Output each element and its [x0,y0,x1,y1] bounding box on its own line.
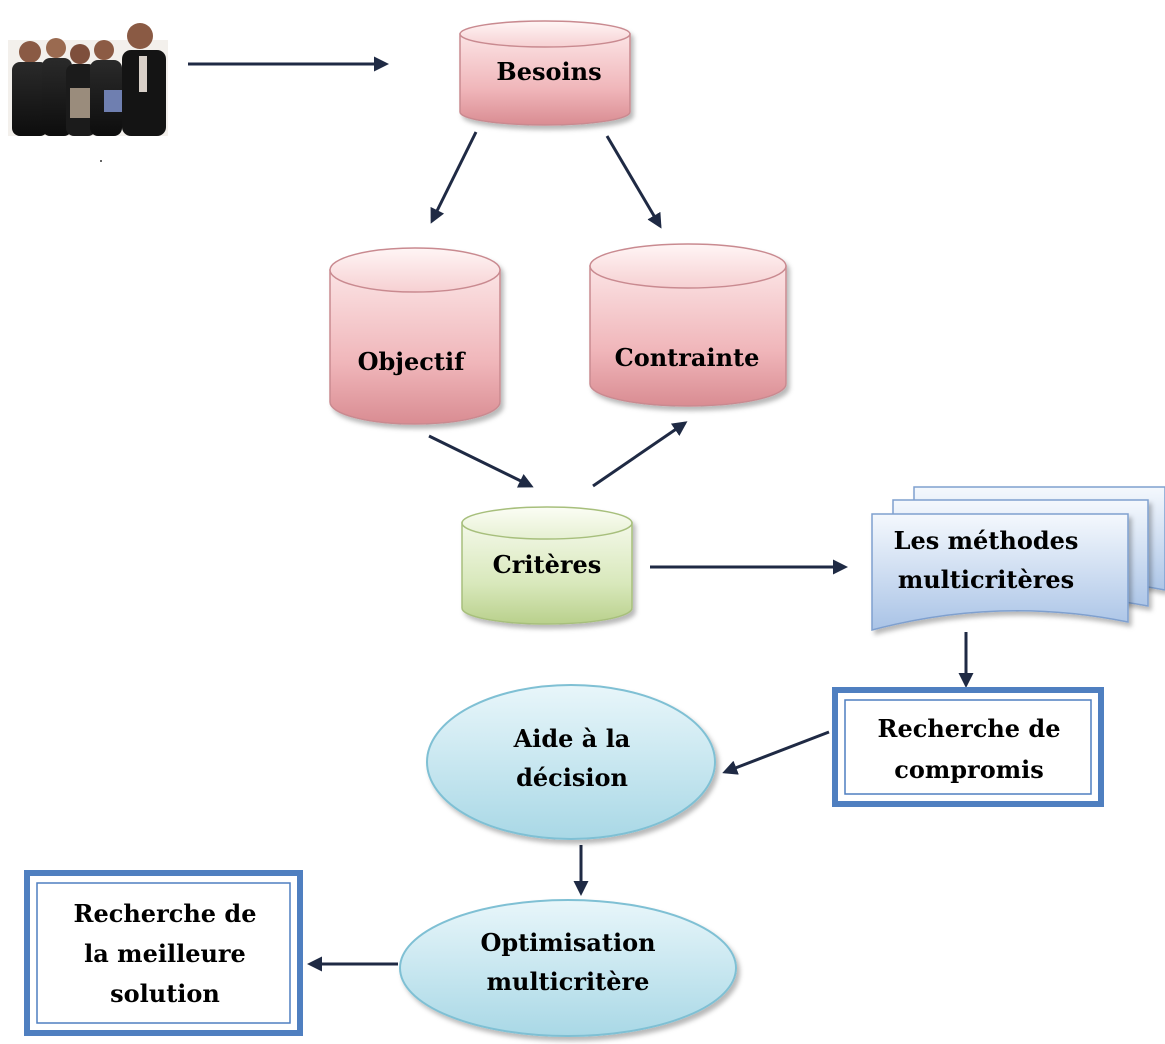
aide-label-line2: décision [516,763,628,792]
arrow-compromis-to-aide [722,730,830,775]
meilleure-label-line1: Recherche de [74,899,257,928]
aide-ellipse [426,684,716,840]
contrainte-cylinder [589,243,787,407]
objectif-cylinder [329,247,501,425]
optimisation-label-line1: Optimisation [480,928,655,957]
arrow-objectif-to-criteres [428,434,534,488]
compromis-box [832,687,1104,807]
meilleure-solution-box [24,870,303,1036]
besoins-label: Besoins [496,57,601,86]
meilleure-label-line2: la meilleure [84,939,246,968]
compromis-label-line2: compromis [894,755,1043,784]
business-people-icon [8,23,168,162]
criteres-cylinder [461,506,633,625]
methodes-label-line1: Les méthodes [894,526,1079,555]
aide-label-line1: Aide à la [513,724,631,753]
compromis-label-line1: Recherche de [878,714,1061,743]
methodes-document-stack [871,486,1165,631]
contrainte-label: Contrainte [615,343,760,372]
arrow-criteres-to-contrainte [592,421,688,488]
methodes-label-line2: multicritères [898,565,1074,594]
criteres-label: Critères [493,550,602,579]
arrows [188,56,974,972]
objectif-label: Objectif [358,347,466,376]
besoins-cylinder [459,20,631,126]
arrow-besoins-to-objectif [430,131,478,224]
optimisation-ellipse [399,899,737,1037]
arrow-besoins-to-contrainte [605,135,662,229]
meilleure-label-line3: solution [110,979,220,1008]
optimisation-label-line2: multicritère [487,967,650,996]
